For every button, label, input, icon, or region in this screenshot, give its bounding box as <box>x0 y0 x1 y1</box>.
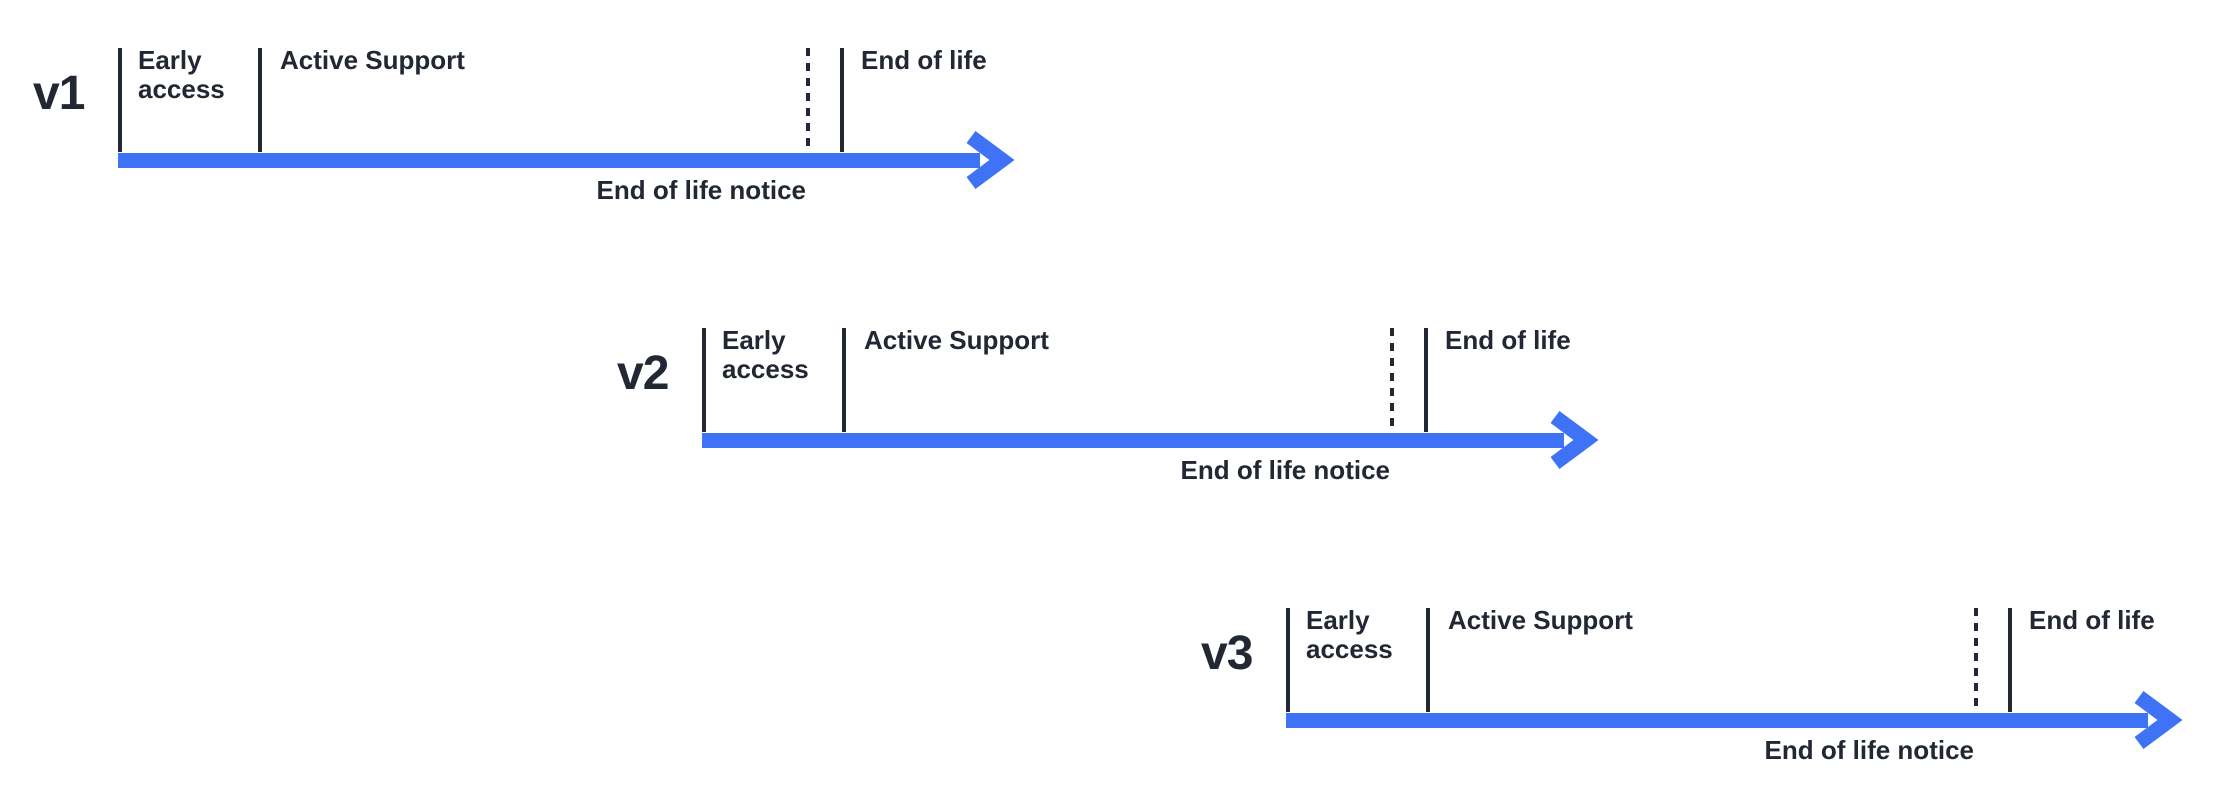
phase-label-end-of-life: End of life <box>861 45 987 75</box>
timeline-row-v1: v1 Early access Active Support End of li… <box>18 45 1038 223</box>
phase-label-active-support: Active Support <box>280 45 465 75</box>
phase-label-active-support: Active Support <box>864 325 1049 355</box>
phase-label-end-of-life: End of life <box>2029 605 2155 635</box>
end-of-life-tick <box>840 48 844 152</box>
phase-label-end-of-life-notice: End of life notice <box>1764 735 1974 765</box>
early-access-end-tick <box>1426 608 1430 712</box>
eol-notice-dashed-tick <box>1390 328 1394 432</box>
eol-notice-dashed-tick <box>1974 608 1978 712</box>
early-access-end-tick <box>842 328 846 432</box>
early-access-end-tick <box>258 48 262 152</box>
phase-label-early-access: Early access <box>722 325 809 385</box>
arrow-head-icon <box>966 130 1015 190</box>
phase-label-active-support: Active Support <box>1448 605 1633 635</box>
timeline-arrow <box>1286 690 2183 750</box>
arrow-shaft <box>1286 713 2148 728</box>
arrow-head-icon <box>2134 690 2183 750</box>
phase-label-end-of-life-notice: End of life notice <box>1180 455 1390 485</box>
timeline-row-v2: v2 Early access Active Support End of li… <box>602 325 1622 503</box>
timeline-start-tick <box>1286 608 1290 712</box>
phase-label-end-of-life: End of life <box>1445 325 1571 355</box>
version-label-v1: v1 <box>33 67 85 120</box>
timeline-arrow <box>118 130 1015 190</box>
timeline-start-tick <box>702 328 706 432</box>
phase-label-early-access: Early access <box>1306 605 1393 665</box>
timeline-row-v3: v3 Early access Active Support End of li… <box>1186 605 2206 783</box>
arrow-shaft <box>118 153 980 168</box>
end-of-life-tick <box>1424 328 1428 432</box>
version-label-v2: v2 <box>617 347 669 400</box>
timeline-start-tick <box>118 48 122 152</box>
timeline-arrow <box>702 410 1599 470</box>
end-of-life-tick <box>2008 608 2012 712</box>
arrow-head-icon <box>1550 410 1599 470</box>
eol-notice-dashed-tick <box>806 48 810 152</box>
version-label-v3: v3 <box>1201 627 1253 680</box>
phase-label-early-access: Early access <box>138 45 225 105</box>
arrow-shaft <box>702 433 1564 448</box>
phase-label-end-of-life-notice: End of life notice <box>596 175 806 205</box>
